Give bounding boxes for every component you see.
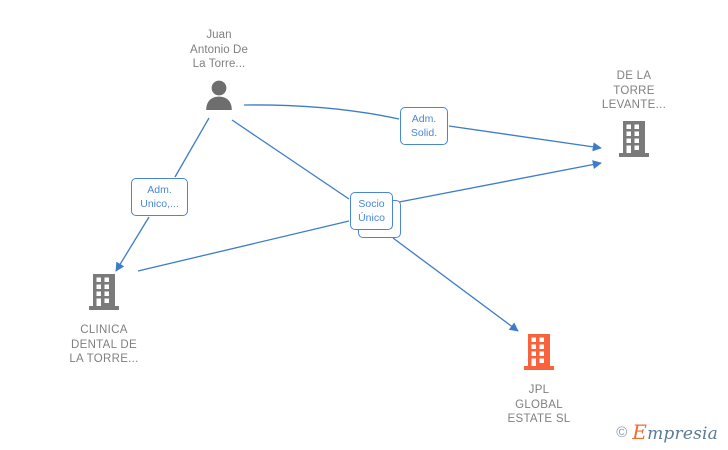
- watermark-empresia: © Empresia: [616, 420, 718, 444]
- edge-person-to-socio-unico: [231, 119, 350, 200]
- edge-label-adm-unico[interactable]: Adm. Unico,...: [131, 178, 188, 216]
- edge-person-to-levante-admsolid: [243, 104, 400, 120]
- node-person-juan[interactable]: Juan Antonio De La Torre...: [159, 28, 279, 117]
- edge-socio-unico-to-levante: [393, 160, 602, 204]
- node-company-clinica-dental-label: CLINICA DENTAL DE LA TORRE...: [69, 324, 139, 365]
- edge-label-socio-unico-front[interactable]: Socio Único: [350, 192, 393, 230]
- edge-label-adm-solid[interactable]: Adm. Solid.: [400, 107, 448, 145]
- brand-rest: mpresia: [647, 424, 718, 444]
- node-company-de-la-torre-levante[interactable]: DE LA TORRE LEVANTE...: [578, 69, 690, 164]
- brand-initial: E: [632, 420, 648, 444]
- building-icon: [520, 332, 558, 377]
- node-company-de-la-torre-levante-label: DE LA TORRE LEVANTE...: [601, 70, 667, 111]
- node-person-juan-label: Juan Antonio De La Torre...: [190, 29, 248, 70]
- node-company-clinica-dental[interactable]: CLINICA DENTAL DE LA TORRE...: [44, 272, 164, 367]
- edge-person-to-clinica-admunico: [174, 117, 210, 178]
- node-company-jpl-global-estate[interactable]: JPL GLOBAL ESTATE SL: [479, 332, 599, 427]
- building-icon: [85, 272, 123, 317]
- edge-person-to-levante-admsolid-tail: [448, 125, 602, 152]
- copyright-icon: ©: [616, 423, 628, 441]
- building-icon: [615, 119, 653, 164]
- node-company-jpl-global-estate-label: JPL GLOBAL ESTATE SL: [507, 384, 571, 425]
- brand-wordmark: Empresia: [632, 420, 718, 444]
- edge-socio-unico-to-jpl: [392, 237, 519, 332]
- edge-socio-unico-to-clinica: [137, 220, 350, 272]
- edge-person-to-clinica-admunico-tail: [115, 216, 150, 272]
- person-icon: [202, 78, 236, 117]
